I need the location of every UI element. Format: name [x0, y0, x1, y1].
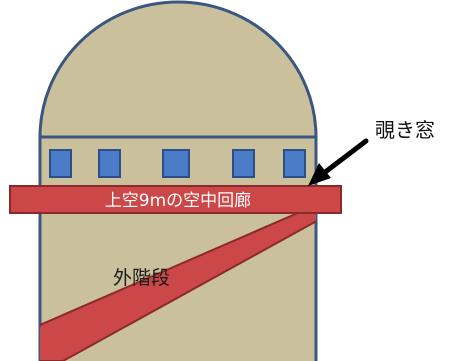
- tower-body: [38, 0, 318, 361]
- corridor-band: [9, 185, 342, 214]
- stairs-band: [40, 211, 316, 361]
- window: [232, 149, 255, 178]
- window: [162, 149, 190, 178]
- window: [283, 149, 306, 178]
- peephole-label: 覗き窓: [375, 118, 435, 142]
- corridor-label: 上空9mの空中回廊: [105, 191, 251, 211]
- window: [49, 149, 72, 178]
- window: [98, 149, 121, 178]
- window-row: [49, 149, 306, 178]
- arrow-icon: [308, 138, 369, 186]
- stairs-label: 外階段: [113, 267, 170, 289]
